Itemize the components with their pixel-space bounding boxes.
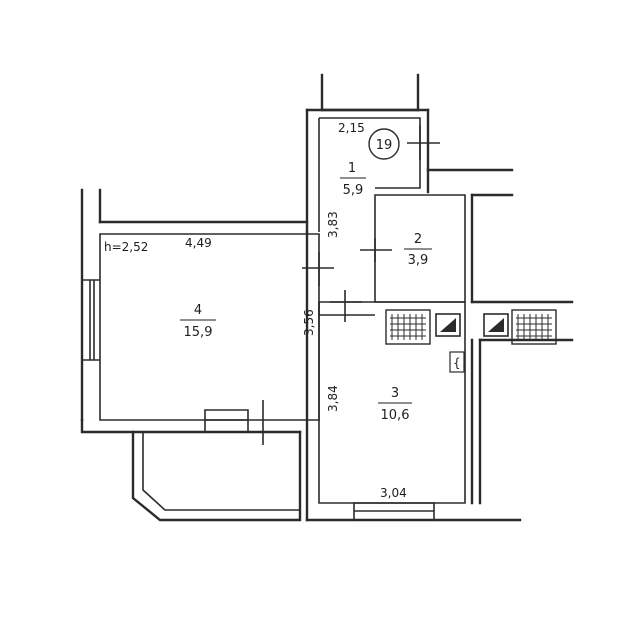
hall-width-dimension: 2,15 (338, 121, 365, 135)
door-hall-entry (407, 125, 440, 160)
vent-shaft-left (385, 309, 431, 345)
door-room2 (360, 238, 392, 262)
window-kitchen (353, 502, 435, 521)
vent-shaft-right (511, 309, 557, 345)
wall-kitchen-top (318, 302, 375, 316)
room-2-area: 3,9 (408, 253, 429, 268)
vent-duct-left (435, 313, 461, 337)
room-2-number: 2 (414, 232, 422, 247)
room-3-area: 10,6 (381, 408, 410, 423)
living-depth-dimension: 3,56 (302, 309, 316, 336)
vent-duct-right (483, 313, 509, 337)
living-width-dimension: 4,49 (185, 236, 212, 250)
room-3-number: 3 (391, 386, 399, 401)
room-3-label: 3 10,6 (378, 386, 412, 423)
kitchen-width-dimension: 3,04 (380, 486, 407, 500)
room-1-number: 1 (348, 161, 356, 176)
sink-symbol: { (453, 356, 461, 370)
door-kitchen (330, 290, 362, 322)
wall-living-bottom (80, 418, 302, 434)
ceiling-height-label: h=2,52 (104, 240, 148, 254)
room-1-label: 1 5,9 (340, 161, 366, 198)
room-4-area: 15,9 (184, 325, 213, 340)
door-living (302, 252, 334, 286)
window-living-left (82, 279, 100, 361)
window-living-bottom (204, 409, 249, 433)
apartment-number-circle (368, 128, 400, 160)
wall-kitchen-inner (318, 301, 466, 504)
room-4-label: 4 15,9 (180, 303, 216, 340)
apartment-number: 19 (376, 138, 393, 153)
sink-icon (449, 351, 465, 373)
kitchen-depth-dimension: 3,84 (326, 385, 340, 412)
room-4-number: 4 (194, 303, 202, 318)
room-2-label: 2 3,9 (404, 232, 432, 268)
hall-length-dimension: 3,83 (326, 211, 340, 238)
wall-hall-inner-top (319, 117, 421, 189)
wall-balcony (131, 430, 302, 522)
room-1-area: 5,9 (343, 183, 364, 198)
wall-balcony-inner (142, 432, 300, 511)
